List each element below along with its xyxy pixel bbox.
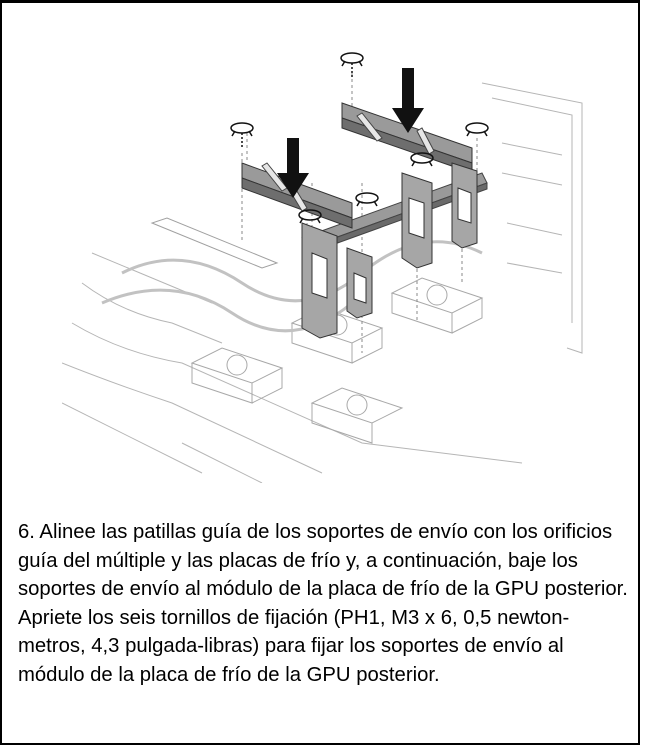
- arrow-down-left: [277, 138, 309, 198]
- chassis-wall: [481, 82, 583, 354]
- press-arrows: [277, 68, 424, 198]
- shipping-bracket-illustration: [62, 52, 583, 483]
- screw-icon-3: [465, 122, 489, 137]
- step-instruction: 6. Alinee las patillas guía de los sopor…: [18, 521, 628, 686]
- arrow-down-right: [392, 68, 424, 133]
- screw-icon-6: [298, 209, 322, 224]
- screw-icon-2: [230, 122, 254, 148]
- screw-icon-4: [410, 152, 434, 167]
- screw-icon-5: [355, 192, 379, 207]
- shipping-bracket-left: [241, 162, 373, 339]
- screw-icon-1: [340, 52, 364, 78]
- screws: [230, 52, 489, 224]
